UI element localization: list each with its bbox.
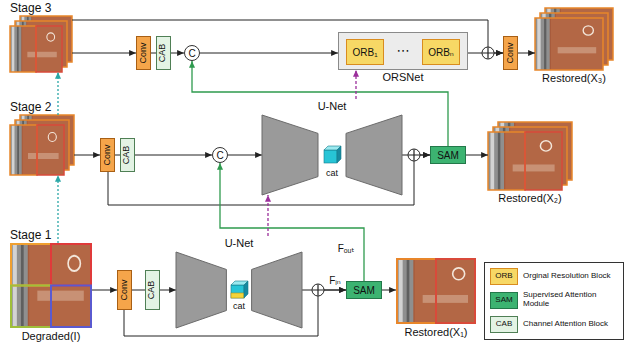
image-stack: Stage 2 [10, 115, 74, 175]
unet-shape [262, 99, 402, 195]
cab-block: CAB [156, 36, 171, 70]
conv-block: Conv [100, 138, 115, 172]
node-label: U-Net [225, 237, 254, 249]
connector-arrow [228, 155, 262, 156]
orb-block: ORBₙ [422, 39, 460, 65]
node-label: Restored(X₂) [498, 192, 562, 204]
connector-arrow [192, 61, 448, 146]
node-label: CAB [148, 281, 158, 300]
feature-cube [337, 146, 341, 163]
encoder-shape [262, 115, 318, 195]
concat-circle: C [184, 45, 200, 61]
annotation-label: ⋯ [397, 44, 410, 58]
conv-block: Conv [503, 36, 518, 70]
node-label: Restored(X₃) [542, 72, 606, 84]
node-label: Stage 2 [10, 101, 51, 114]
image-stack: Restored(X₁) [396, 258, 476, 324]
connector-arrow [267, 195, 268, 236]
node-label: Conv [120, 279, 130, 300]
image-stack: Restored(X₂) [488, 122, 572, 190]
annotation-label: CAB [496, 319, 512, 328]
annotation-label: ORB [495, 271, 512, 280]
connector-group [58, 20, 535, 336]
connector-arrow [518, 53, 535, 54]
sum-symbol [482, 47, 494, 59]
annotation-label: cat [326, 169, 338, 179]
connector-arrow [132, 290, 145, 291]
node-label: CAB [159, 44, 169, 63]
cab-block: CAB [120, 138, 135, 172]
annotation-label: SAM [495, 295, 512, 304]
image-stack: Stage 3 [10, 16, 72, 72]
input-image-stack [10, 16, 72, 72]
node-label: C [216, 150, 223, 161]
node-label: Degraded(I) [22, 330, 81, 342]
input-image-stack [10, 115, 74, 175]
decoder-shape [252, 252, 302, 328]
annotation-label: cat [233, 302, 245, 312]
degraded-image [10, 243, 92, 328]
node-label: ORBₙ [428, 47, 454, 58]
connector-arrow [74, 155, 100, 156]
conv-block: Conv [136, 36, 151, 70]
connector-arrow [171, 53, 184, 54]
feature-cube [231, 285, 244, 298]
restored-image-stack [535, 8, 613, 70]
annotation-label: Fᵢₙ [329, 275, 341, 286]
connector-arrow [57, 72, 58, 115]
node-label: SAM [353, 285, 375, 296]
node-label: Conv [139, 42, 149, 63]
sam-block: SAM [430, 146, 466, 164]
encoder-shape [176, 252, 226, 328]
decoder-shape [346, 115, 402, 195]
feature-cube [231, 293, 244, 298]
legend-text: Supervised Attention Module [523, 291, 619, 309]
restored-image [396, 258, 476, 324]
image-stack: Restored(X₃) [535, 8, 613, 70]
feature-cube [244, 281, 248, 298]
conv-block: Conv [117, 270, 132, 310]
node-label: SAM [437, 150, 459, 161]
unet-block: U-Net [176, 236, 302, 328]
connector-arrow [135, 155, 212, 156]
restored-image-stack [488, 122, 572, 190]
orb-block: ORB₁ [346, 39, 384, 65]
connector-arrow [466, 155, 488, 156]
concat-circle: C [212, 147, 228, 163]
connector-arrow [160, 290, 176, 291]
connector-arrow [92, 290, 117, 291]
sam-block: SAM [346, 281, 382, 299]
connector-arrow [382, 290, 396, 291]
cab-block: CAB [145, 270, 160, 310]
node-label: Stage 1 [10, 229, 51, 242]
sum-symbol [312, 284, 324, 296]
unet-block: U-Net [262, 99, 402, 195]
connector-arrow [57, 175, 58, 243]
connector-arrow [72, 53, 136, 54]
sum-symbol [408, 149, 420, 161]
node-label: Restored(X₁) [404, 326, 467, 338]
node-label: Conv [506, 42, 516, 63]
node-label: Conv [103, 144, 113, 165]
node-label: C [188, 48, 195, 59]
node-label: ORB₁ [352, 47, 377, 58]
node-label: U-Net [318, 100, 347, 112]
unet-shape [176, 236, 302, 328]
legend-text: Orginal Resolution Block [523, 272, 619, 281]
annotation-label: Fₒᵤₜ [338, 243, 355, 254]
node-label: ORSNet [383, 71, 424, 83]
node-label: Stage 3 [10, 2, 51, 15]
connector-arrow [355, 70, 356, 99]
connector-arrow [200, 53, 338, 54]
feature-cube [324, 150, 337, 163]
image-stack: Stage 1Degraded(I) [10, 243, 92, 328]
node-label: CAB [123, 146, 133, 165]
legend-text: Channel Attention Block [523, 320, 619, 329]
